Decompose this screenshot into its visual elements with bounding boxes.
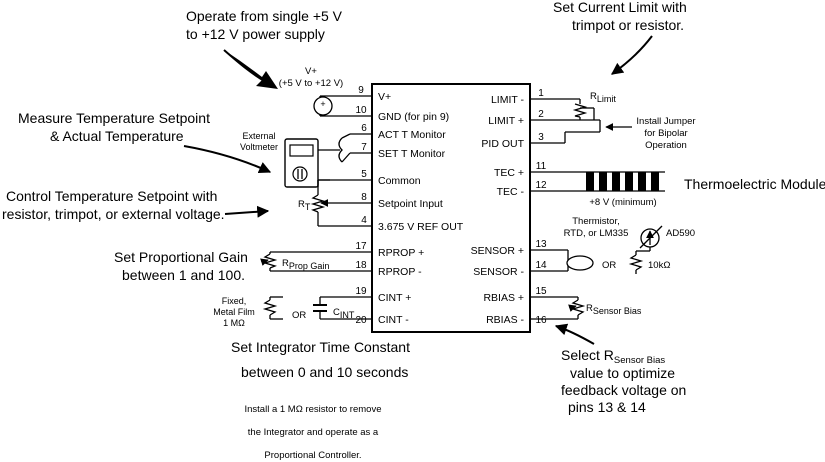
pin-label: Common	[378, 175, 421, 187]
cint-label: CINT	[333, 307, 355, 320]
rlimit-label: RLimit	[590, 91, 616, 104]
pin-label: RPROP -	[378, 266, 422, 278]
pin-number: 13	[535, 239, 547, 250]
pin-number: 18	[355, 260, 367, 271]
tec-voltage: +8 V (minimum)	[589, 197, 656, 208]
pin-label: SENSOR -	[473, 266, 524, 278]
pin-label: Setpoint Input	[378, 198, 443, 210]
pin-number: 10	[355, 105, 367, 116]
vplus-title: V+	[305, 66, 317, 77]
pin-label: RPROP +	[378, 247, 424, 259]
resistor-rlimit	[572, 103, 588, 118]
pin-number: 17	[355, 241, 367, 252]
pin-number: 1	[538, 88, 544, 99]
pin-number: 9	[358, 85, 364, 96]
pin-number: 19	[355, 286, 367, 297]
pin-label: LIMIT -	[491, 94, 525, 106]
arrow-control	[224, 205, 270, 218]
pin-number: 5	[361, 169, 367, 180]
sensor-types: Thermistor,RTD, or LM335	[564, 216, 629, 239]
rt-label: RT	[298, 199, 311, 212]
or-sensor: OR	[602, 260, 616, 271]
resistor-10k-label: 10kΩ	[648, 260, 670, 271]
pin-number: 11	[536, 161, 547, 172]
annotation-measure-temp: Measure Temperature Setpoint& Actual Tem…	[18, 110, 210, 144]
pin-label: PID OUT	[481, 138, 524, 150]
thermistor	[566, 255, 594, 271]
pin-label: V+	[378, 91, 391, 103]
arrow-sensor-bias	[554, 323, 595, 345]
thermoelectric-label: Thermoelectric Module	[684, 176, 825, 192]
left-pins	[270, 95, 372, 320]
right-pins	[530, 98, 580, 320]
vplus-range: (+5 V to +12 V)	[279, 78, 343, 89]
pin-number: 4	[361, 215, 367, 226]
pin-label: TEC -	[497, 186, 525, 198]
arrow-measure	[183, 145, 272, 173]
rprop-label: RProp Gain	[282, 258, 329, 271]
pin-number: 2	[538, 109, 544, 120]
pin-number: 7	[361, 142, 367, 153]
pin-label: 3.675 V REF OUT	[378, 221, 464, 233]
pin-number: 14	[535, 260, 547, 271]
arrow-power	[224, 50, 278, 89]
voltage-source	[313, 96, 333, 116]
arrow-current-limit	[611, 35, 653, 75]
resistor-rprop	[262, 253, 278, 269]
pin-number: 20	[355, 315, 367, 326]
trimpot-rt	[310, 194, 326, 213]
pin-label: SET T Monitor	[378, 148, 446, 160]
resistor-fixed	[262, 299, 278, 316]
pin-label: CINT +	[378, 292, 411, 304]
sensor-bias-title: Select RSensor Bias	[561, 347, 665, 366]
pin-label: RBIAS -	[486, 314, 524, 326]
pin-label: RBIAS +	[483, 292, 524, 304]
pin-number: 15	[535, 286, 547, 297]
ic-body	[371, 83, 531, 333]
pin-label: ACT T Monitor	[378, 129, 446, 141]
pin-number: 16	[535, 315, 547, 326]
plus-sign: +	[320, 99, 325, 109]
pin-label: CINT -	[378, 314, 409, 326]
pin-label: SENSOR +	[471, 245, 524, 257]
trimpot-rsb	[570, 299, 586, 316]
rsb-label: RSensor Bias	[586, 303, 642, 316]
pin-number: 3	[538, 132, 544, 143]
ad590-label: AD590	[666, 228, 695, 239]
pin-label: LIMIT +	[488, 115, 524, 127]
pin-label: TEC +	[494, 167, 524, 179]
or-integrator: OR	[292, 310, 306, 321]
resistor-10k	[628, 254, 644, 271]
thermoelectric-module	[580, 171, 665, 192]
pin-number: 12	[535, 180, 547, 191]
pin-number: 6	[361, 123, 367, 134]
pin-number: 8	[361, 192, 367, 203]
pin-label: GND (for pin 9)	[378, 111, 449, 123]
